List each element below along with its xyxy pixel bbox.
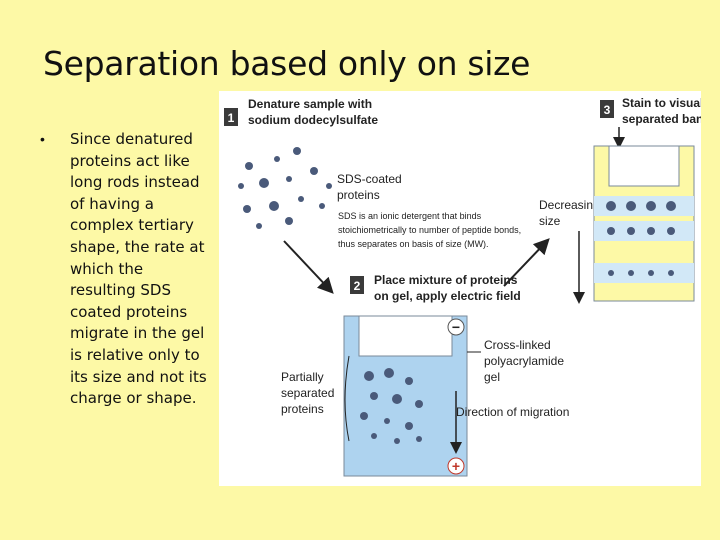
positive-electrode bbox=[447, 457, 465, 475]
crosslinked-line2: polyacrylamide bbox=[484, 354, 564, 368]
step1-badge bbox=[224, 108, 238, 126]
sds-coated-line2: proteins bbox=[337, 188, 380, 202]
step2-number: 2 bbox=[354, 279, 361, 293]
decreasing-line1: Decreasing bbox=[539, 198, 600, 212]
slide-title: Separation based only on size bbox=[43, 44, 531, 83]
negative-electrode bbox=[447, 318, 465, 336]
arrow-to-gel bbox=[283, 240, 334, 294]
step2-badge bbox=[350, 276, 364, 294]
partially-separated-protein-cluster bbox=[360, 368, 423, 444]
crosslinked-line3: gel bbox=[484, 370, 500, 384]
separated-bands bbox=[606, 201, 676, 276]
partially-line2: separated bbox=[281, 386, 334, 400]
step2-line1: Place mixture of proteins bbox=[374, 273, 518, 287]
gel-step3 bbox=[593, 145, 695, 302]
partially-line1: Partially bbox=[281, 370, 324, 384]
step3-number: 3 bbox=[604, 103, 611, 117]
bullet-marker: • bbox=[40, 131, 45, 147]
step1-number: 1 bbox=[228, 111, 235, 125]
plus-sign: + bbox=[452, 458, 460, 474]
sds-note-line3: thus separates on basis of size (MW). bbox=[338, 239, 489, 249]
sds-coated-line1: SDS-coated bbox=[337, 172, 402, 186]
decreasing-line2: size bbox=[539, 214, 561, 228]
step3-line2: separated bands bbox=[622, 112, 701, 126]
bullet-text: Since denatured proteins act like long r… bbox=[70, 130, 207, 408]
crosslinked-line1: Cross-linked bbox=[484, 338, 551, 352]
partially-line3: proteins bbox=[281, 402, 324, 416]
arrow-to-stain bbox=[503, 238, 550, 287]
direction-label: Direction of migration bbox=[456, 405, 569, 419]
minus-sign: − bbox=[452, 319, 460, 335]
step3-line1: Stain to visualize bbox=[622, 96, 701, 110]
step1-line1: Denature sample with bbox=[248, 97, 372, 111]
sds-page-figure: 1 Denature sample with sodium dodecylsul… bbox=[219, 91, 701, 486]
sds-note-line2: stoichiometrically to number of peptide … bbox=[338, 225, 521, 235]
sds-coated-protein-cluster bbox=[238, 147, 332, 229]
sds-note-line1: SDS is an ionic detergent that binds bbox=[338, 211, 482, 221]
step1-line2: sodium dodecylsulfate bbox=[248, 113, 378, 127]
step2-line2: on gel, apply electric field bbox=[374, 289, 521, 303]
gel-step2 bbox=[343, 315, 468, 477]
partially-bracket bbox=[344, 355, 350, 442]
step3-badge bbox=[600, 100, 614, 118]
